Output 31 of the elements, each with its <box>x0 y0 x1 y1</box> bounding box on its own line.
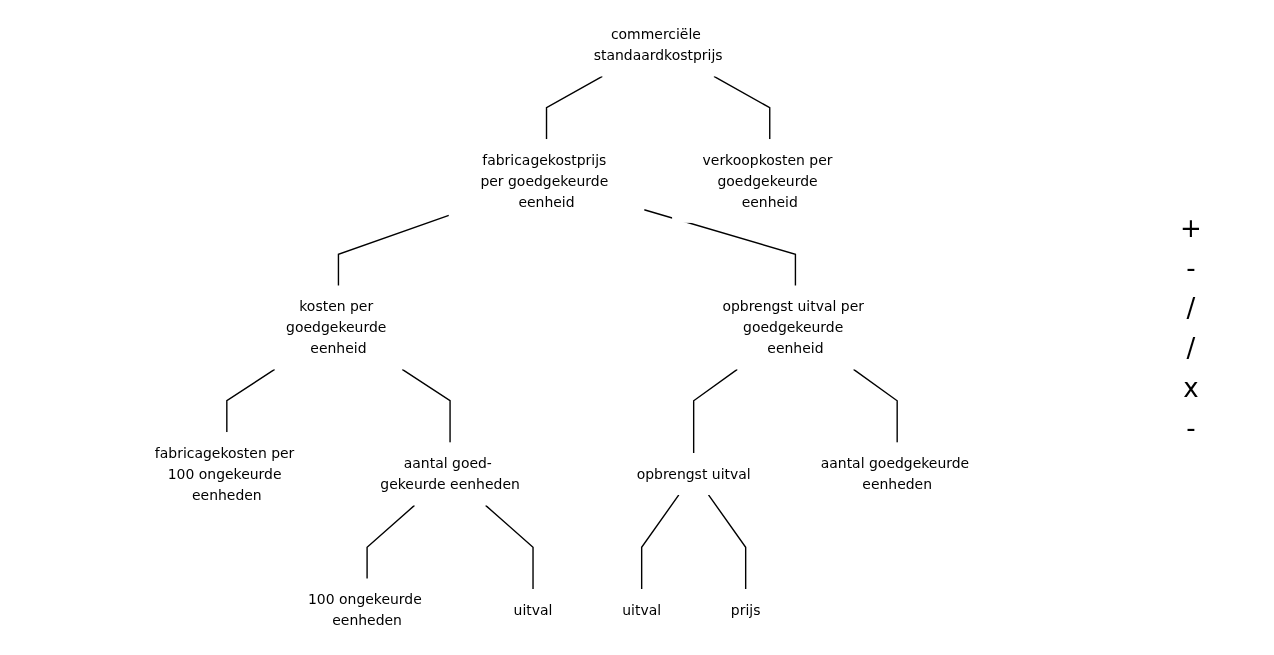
operator-sign: x <box>1182 372 1200 403</box>
node-text: aantal goed- gekeurde eenheden <box>380 455 520 493</box>
node-text: verkoopkosten per goedgekeurde eenheid <box>702 151 833 211</box>
node-text: fabricagekosten per 100 ongekeurde eenheden <box>154 444 295 504</box>
node-text: aantal goedgekeurde eenheden <box>820 455 970 493</box>
connector <box>692 368 738 454</box>
node-text: commerciële standaardkostprijs <box>593 26 723 64</box>
connector <box>366 504 416 580</box>
connector <box>226 368 276 433</box>
operator-sign: + <box>1179 212 1203 243</box>
node-text: uitval <box>513 601 553 619</box>
connector <box>643 209 797 287</box>
node-text: 100 ongekeurde eenheden <box>307 591 422 629</box>
operator-sign: / <box>1185 292 1197 323</box>
operator-sign: / <box>1185 332 1197 363</box>
node-text: opbrengst uitval per goedgekeurde eenheid <box>722 298 865 357</box>
connector <box>545 75 604 140</box>
connector <box>401 368 451 444</box>
node-text: kosten per goedgekeurde eenheid <box>286 298 387 357</box>
connector <box>337 214 450 287</box>
connector <box>852 368 898 444</box>
node-text: fabricagekostprijs per goedgekeurde eenheid <box>480 151 609 211</box>
connector <box>707 494 747 590</box>
connector <box>640 494 680 590</box>
connector <box>484 504 534 590</box>
node-text: prijs <box>730 601 761 619</box>
connector <box>713 75 771 140</box>
operator-sign: - <box>1185 252 1197 283</box>
node-text: uitval <box>622 601 662 619</box>
operator-sign: - <box>1185 412 1197 443</box>
node-text: opbrengst uitval <box>636 465 751 483</box>
